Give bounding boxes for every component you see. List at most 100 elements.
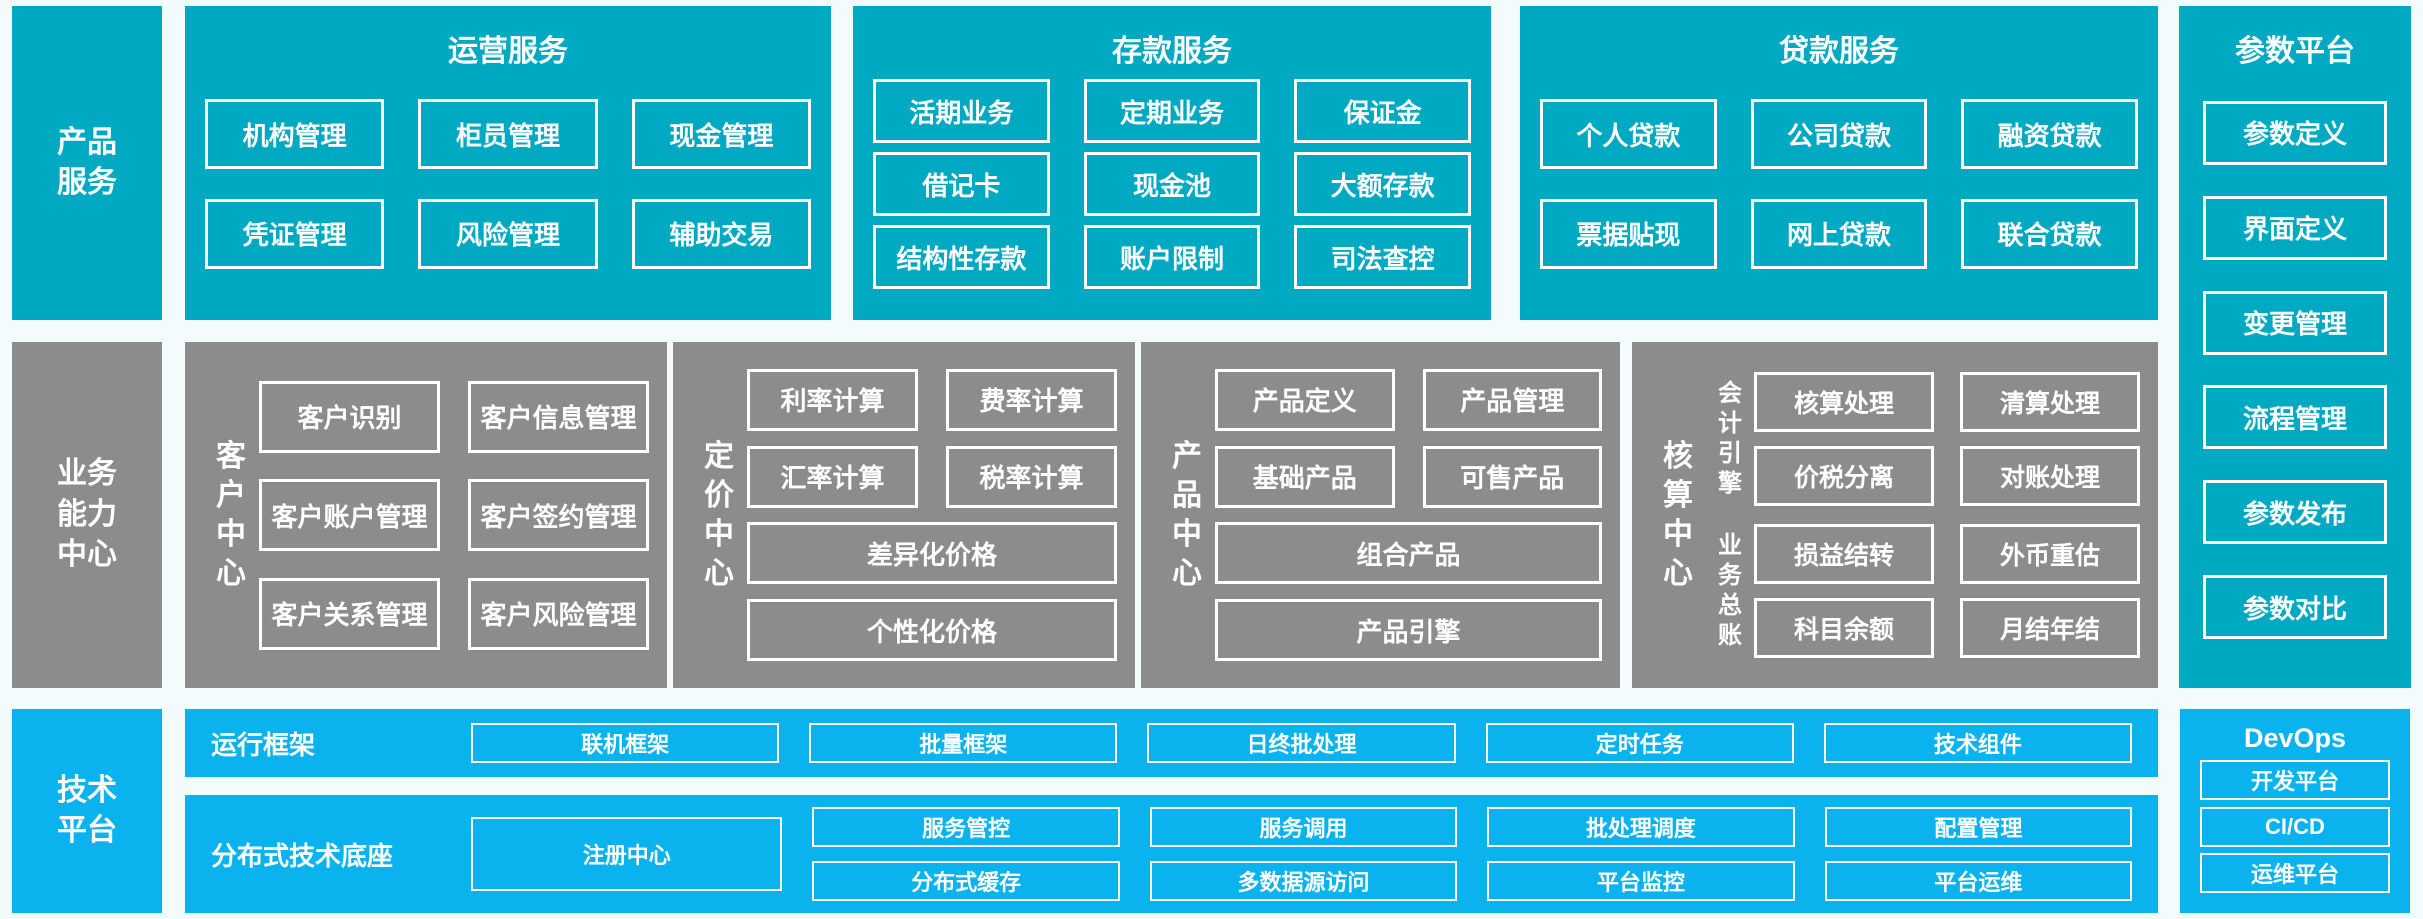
module-box: 汇率计算 (747, 445, 918, 508)
panel-accounting-center: 核 算 中 心 会 计 引 擎 核算处理 清算处理 价税分离 对账处理 业 务 … (1632, 342, 2158, 688)
module-box: 界面定义 (2203, 195, 2387, 260)
business-ledger-group: 业 务 总 账 损益结转 外币重估 科目余额 月结年结 (1706, 524, 2140, 658)
module-box: 月结年结 (1960, 598, 2140, 658)
module-box: 基础产品 (1215, 445, 1395, 508)
module-box: 利率计算 (747, 368, 918, 431)
panel-pricing-center: 定 价 中 心 利率计算 费率计算 汇率计算 税率计算 差异化价格 个性化价格 (673, 342, 1135, 688)
runtime-framework-label: 运行框架 (211, 729, 316, 760)
pricing-grid: 利率计算 费率计算 汇率计算 税率计算 差异化价格 个性化价格 (747, 354, 1117, 676)
module-box: 平台监控 (1487, 861, 1795, 901)
module-box: CI/CD (2200, 806, 2390, 847)
panel-operation-services: 运营服务 机构管理 柜员管理 现金管理 凭证管理 风险管理 辅助交易 (185, 6, 831, 320)
module-box: 参数发布 (2203, 480, 2387, 545)
module-box: 联机框架 (471, 723, 780, 763)
bar-runtime-framework: 运行框架 联机框架 批量框架 日终批处理 定时任务 技术组件 (185, 709, 2158, 777)
business-ledger-grid: 损益结转 外币重估 科目余额 月结年结 (1754, 524, 2140, 658)
bar-distributed-base: 分布式技术底座 注册中心 服务管控 分布式缓存 服务调用 多数据源访问 批处理调… (185, 795, 2158, 913)
panel-parameter-platform: 参数平台 参数定义 界面定义 变更管理 流程管理 参数发布 参数对比 (2179, 6, 2411, 688)
module-box: 客户信息管理 (468, 380, 649, 453)
accounting-body: 会 计 引 擎 核算处理 清算处理 价税分离 对账处理 业 务 总 账 损益结转… (1706, 354, 2140, 676)
module-box: 批量框架 (809, 723, 1118, 763)
module-box: 现金池 (1083, 152, 1261, 216)
module-box: 产品定义 (1215, 368, 1395, 431)
module-box: 客户签约管理 (468, 479, 649, 551)
module-box: 机构管理 (205, 99, 385, 170)
module-box: 账户限制 (1083, 225, 1261, 289)
module-box: 损益结转 (1754, 524, 1934, 584)
accounting-engine-label: 会 计 引 擎 (1718, 380, 1742, 497)
module-box: 结构性存款 (873, 225, 1050, 289)
parameter-items: 参数定义 界面定义 变更管理 流程管理 参数发布 参数对比 (2203, 70, 2387, 670)
registry-center-box: 注册中心 (471, 817, 783, 891)
loan-grid: 个人贷款 公司贷款 融资贷款 票据贴现 网上贷款 联合贷款 (1540, 70, 2138, 298)
panel-deposit-services: 存款服务 活期业务 定期业务 保证金 借记卡 现金池 大额存款 结构性存款 账户… (853, 6, 1491, 320)
module-box: 批处理调度 (1487, 807, 1795, 847)
customer-center-label: 客 户 中 心 (216, 440, 246, 590)
module-box: 参数定义 (2203, 100, 2387, 165)
band-label-business-capability: 业务 能力 中心 (12, 342, 162, 688)
module-box: 组合产品 (1215, 522, 1602, 585)
module-box: 现金管理 (631, 99, 811, 170)
module-box: 柜员管理 (418, 99, 598, 170)
module-box: 客户关系管理 (259, 577, 440, 650)
module-box: 客户识别 (259, 380, 440, 453)
module-box: 清算处理 (1960, 372, 2140, 432)
distributed-base-label: 分布式技术底座 (211, 840, 394, 871)
module-box: 借记卡 (873, 152, 1050, 216)
module-box: 联合贷款 (1961, 198, 2138, 269)
distributed-col: 批处理调度 平台监控 (1487, 807, 1795, 901)
band-label-tech-platform: 技术 平台 (12, 709, 162, 913)
product-center-label: 产 品 中 心 (1172, 440, 1202, 590)
module-box: 外币重估 (1960, 524, 2140, 584)
module-box: 分布式缓存 (812, 861, 1120, 901)
module-box: 配置管理 (1824, 807, 2133, 847)
module-box: 核算处理 (1754, 372, 1934, 432)
module-box: 定时任务 (1485, 723, 1794, 763)
module-box: 服务调用 (1149, 807, 1458, 847)
module-box: 票据贴现 (1540, 198, 1717, 269)
distributed-col: 服务管控 分布式缓存 (812, 807, 1120, 901)
panel-title-parameter-platform: 参数平台 (2235, 35, 2355, 68)
module-box: 客户账户管理 (259, 479, 440, 551)
module-box: 产品引擎 (1215, 599, 1602, 662)
panel-customer-center: 客 户 中 心 客户识别 客户信息管理 客户账户管理 客户签约管理 客户关系管理… (185, 342, 667, 688)
module-box: 服务管控 (812, 807, 1120, 847)
devops-items: 开发平台 CI/CD 运维平台 (2200, 754, 2390, 899)
module-box: 活期业务 (873, 79, 1050, 143)
pricing-center-label: 定 价 中 心 (704, 440, 734, 590)
module-box: 技术组件 (1823, 723, 2133, 763)
panel-title-loan: 贷款服务 (1779, 35, 1899, 68)
module-box: 凭证管理 (205, 198, 385, 269)
module-box: 运维平台 (2200, 852, 2390, 893)
panel-devops: DevOps 开发平台 CI/CD 运维平台 (2180, 709, 2410, 913)
panel-loan-services: 贷款服务 个人贷款 公司贷款 融资贷款 票据贴现 网上贷款 联合贷款 (1520, 6, 2158, 320)
module-box: 融资贷款 (1961, 99, 2138, 170)
module-box: 司法查控 (1294, 225, 1471, 289)
business-ledger-label: 业 务 总 账 (1718, 532, 1742, 649)
accounting-engine-grid: 核算处理 清算处理 价税分离 对账处理 (1754, 372, 2140, 506)
module-box: 对账处理 (1960, 446, 2140, 506)
module-box: 辅助交易 (631, 198, 811, 269)
panel-title-operation: 运营服务 (448, 35, 568, 68)
module-box: 差异化价格 (747, 522, 1117, 585)
module-box: 多数据源访问 (1149, 861, 1458, 901)
module-box: 费率计算 (946, 368, 1117, 431)
module-box: 产品管理 (1422, 368, 1602, 431)
module-box: 公司贷款 (1750, 99, 1928, 170)
module-box: 科目余额 (1754, 598, 1934, 658)
product-grid: 产品定义 产品管理 基础产品 可售产品 组合产品 产品引擎 (1215, 354, 1602, 676)
band-label-product-services: 产品 服务 (12, 6, 162, 320)
module-box: 流程管理 (2203, 385, 2387, 450)
module-box: 个人贷款 (1540, 99, 1717, 170)
module-box: 网上贷款 (1750, 198, 1928, 269)
module-box: 大额存款 (1294, 152, 1471, 216)
module-box: 日终批处理 (1147, 723, 1456, 763)
module-box: 平台运维 (1824, 861, 2133, 901)
panel-product-center: 产 品 中 心 产品定义 产品管理 基础产品 可售产品 组合产品 产品引擎 (1141, 342, 1620, 688)
module-box: 风险管理 (418, 198, 598, 269)
deposit-grid: 活期业务 定期业务 保证金 借记卡 现金池 大额存款 结构性存款 账户限制 司法… (873, 70, 1471, 298)
module-box: 开发平台 (2200, 760, 2390, 801)
accounting-center-label: 核 算 中 心 (1663, 440, 1693, 590)
module-box: 参数对比 (2203, 575, 2387, 640)
